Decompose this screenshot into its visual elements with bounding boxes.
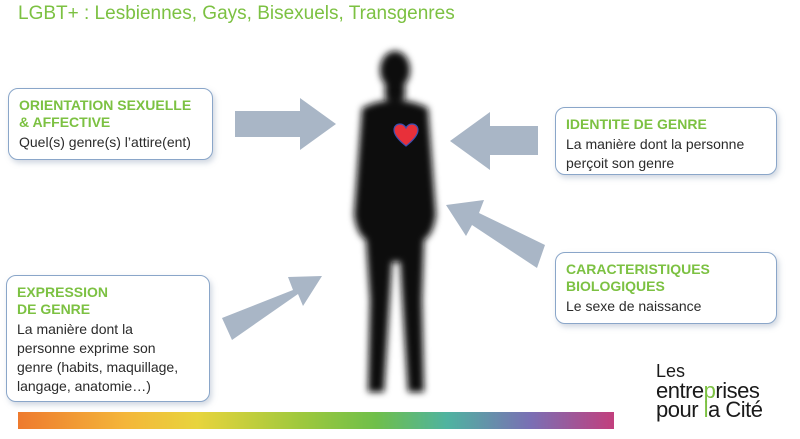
logo-text-entre: entre <box>656 378 704 403</box>
orientation-heading-line1: ORIENTATION SEXUELLE <box>19 97 192 113</box>
person-silhouette-icon <box>354 51 436 392</box>
expression-description-line3: genre (habits, maquillage, <box>17 359 179 375</box>
biologiques-heading-line1: CARACTERISTIQUES <box>566 261 710 277</box>
expression-heading-line1: EXPRESSION <box>17 284 109 300</box>
logo-text-a-cite: a Cité <box>708 397 763 422</box>
orientation-heading-line2: & AFFECTIVE <box>19 114 111 130</box>
identite-description-line2: perçoit son genre <box>566 155 675 171</box>
expression-description-line1: La manière dont la <box>17 321 133 337</box>
logo-text-pour: pour <box>656 397 704 422</box>
biologiques-heading-line2: BIOLOGIQUES <box>566 278 665 294</box>
logo-entreprises-pour-la-cite: Les entreprises pour la Cité <box>656 361 786 422</box>
logo-text-p-accent: p <box>703 378 716 403</box>
identite-heading: IDENTITE DE GENRE <box>566 116 707 132</box>
arrow-biologiques <box>446 200 545 268</box>
logo-line-entreprises: entreprises <box>656 378 786 403</box>
orientation-description: Quel(s) genre(s) l’attire(ent) <box>19 134 191 150</box>
page-title: LGBT+ : Lesbiennes, Gays, Bisexuels, Tra… <box>18 3 455 24</box>
expression-heading-line2: DE GENRE <box>17 301 91 317</box>
box-orientation-sexuelle: ORIENTATION SEXUELLE & AFFECTIVE Quel(s)… <box>8 88 213 160</box>
heart-icon <box>393 123 419 147</box>
box-caracteristiques-biologiques: CARACTERISTIQUES BIOLOGIQUES Le sexe de … <box>555 252 777 324</box>
arrow-orientation <box>235 98 336 150</box>
arrow-expression <box>222 276 322 340</box>
logo-line-pour-la-cite: pour la Cité <box>656 397 786 422</box>
rainbow-gradient-bar <box>18 412 614 429</box>
identite-description-line1: La manière dont la personne <box>566 136 745 152</box>
expression-description-line4: langage, anatomie…) <box>17 378 151 394</box>
biologiques-description: Le sexe de naissance <box>566 298 702 314</box>
logo-text-l-accent: l <box>703 397 709 422</box>
arrow-identite <box>450 112 538 170</box>
logo-line-les: Les <box>656 361 686 381</box>
box-identite-de-genre: IDENTITE DE GENRE La manière dont la per… <box>555 107 777 175</box>
expression-description-line2: personne exprime son <box>17 340 156 356</box>
logo-text-rises: rises <box>715 378 760 403</box>
box-expression-de-genre: EXPRESSION DE GENRE La manière dont la p… <box>6 275 210 402</box>
